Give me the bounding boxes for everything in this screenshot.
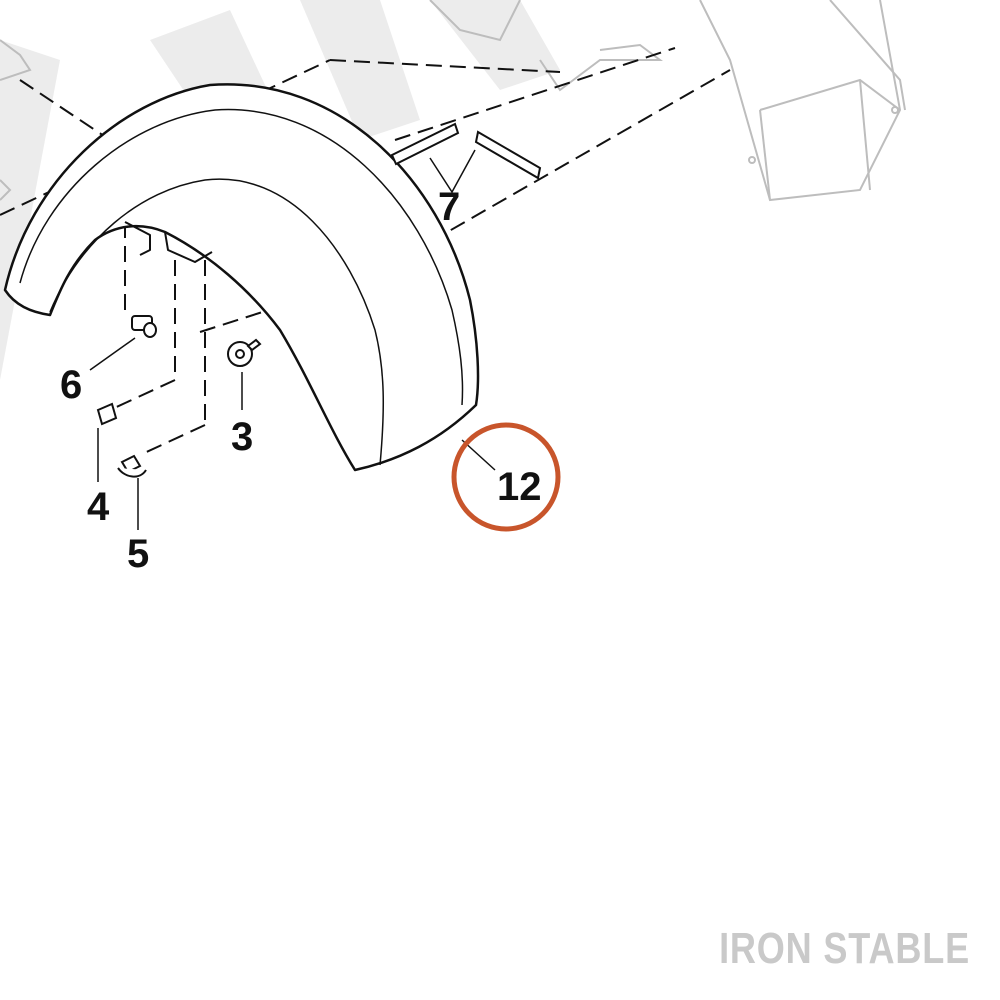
callout-6: 6 [60, 363, 82, 407]
trim-strip-right [474, 130, 542, 180]
ghost-rear-assembly [0, 0, 906, 202]
callout-4: 4 [87, 485, 110, 529]
hardware-parts [96, 315, 262, 478]
highlight-circle [451, 422, 561, 532]
trim-strips [390, 122, 542, 180]
clip-item-4 [96, 402, 118, 426]
clip-item-5 [117, 454, 147, 478]
callout-3: 3 [231, 415, 253, 459]
brand-watermark: IRON STABLE [719, 924, 970, 973]
callout-5: 5 [127, 532, 149, 576]
bolt-item-6 [131, 315, 157, 338]
screw-item-3 [227, 338, 262, 367]
callout-labels: 6 3 4 5 7 12 [60, 185, 542, 576]
callout-12: 12 [497, 465, 542, 509]
trim-strip-left [390, 122, 460, 166]
front-fender [3, 83, 480, 472]
callout-7: 7 [438, 185, 460, 229]
